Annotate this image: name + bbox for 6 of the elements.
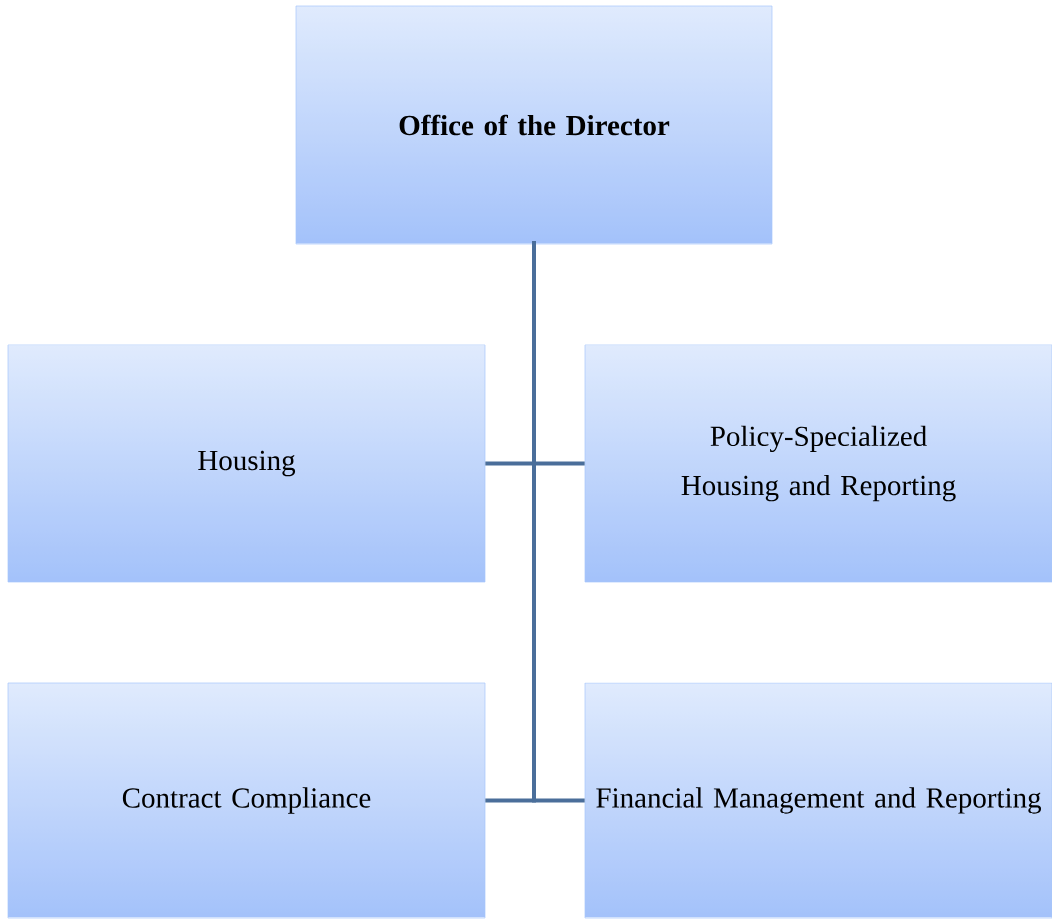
org-box: Contract Compliance bbox=[7, 682, 486, 919]
org-box: Office of the Director bbox=[295, 5, 773, 245]
org-box: Policy-Specialized Housing and Reporting bbox=[584, 344, 1052, 583]
org-box: Financial Management and Reporting bbox=[584, 682, 1052, 919]
connector-line bbox=[532, 241, 585, 803]
org-box: Housing bbox=[7, 344, 486, 583]
